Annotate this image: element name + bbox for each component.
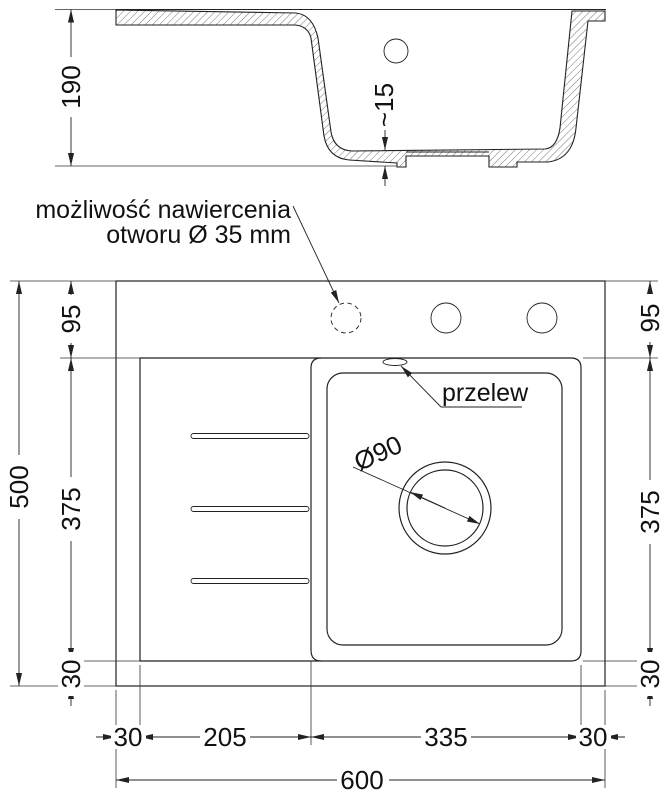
label-mask (58, 57, 84, 117)
dim-drain: Ø90 (349, 429, 406, 477)
drain-inner (406, 469, 484, 547)
recess-outline (139, 357, 582, 662)
bowl-inner (326, 372, 563, 646)
label-mask (637, 480, 663, 544)
drain-outer (398, 461, 492, 555)
label-mask (637, 652, 663, 696)
dim-right-edge: 30 (579, 722, 608, 752)
drainer-groove-3 (190, 578, 310, 584)
dim-bottom-thickness: ~15 (369, 83, 399, 127)
label-mask (421, 725, 471, 749)
dim-left-edge: 30 (114, 722, 143, 752)
dim-side-height: 190 (56, 65, 86, 108)
label-mask (6, 455, 32, 519)
label-mask (576, 725, 611, 749)
sink-cross-section (115, 9, 606, 168)
tap-hole-section (383, 38, 409, 64)
dim-right-bowl-depth: 375 (635, 490, 665, 533)
drill-note: możliwość nawiercenia otworu Ø 35 mm (35, 196, 340, 304)
drill-note-leader (292, 205, 340, 304)
dim-bottom-strip: 30 (56, 660, 86, 689)
tap-hole-2 (526, 302, 558, 334)
dim-bowl-width: 335 (424, 722, 467, 752)
drill-note-line2: otworu Ø 35 mm (106, 221, 291, 249)
drain-diameter-line (352, 466, 481, 525)
dim-right-top-strip: 95 (635, 304, 665, 333)
dim-total-width: 600 (340, 765, 383, 795)
label-mask (200, 725, 250, 749)
sink-outline (115, 280, 606, 687)
side-section-view: 190 ~15 (55, 9, 606, 186)
left-dimensions: 500 95 375 30 (4, 281, 86, 706)
dim-bowl-depth: 375 (56, 487, 86, 530)
dim-right-bottom-strip: 30 (635, 660, 665, 689)
label-mask (337, 768, 389, 792)
overflow-leader (400, 365, 442, 408)
drainer-groove-2 (190, 506, 310, 512)
drain-diameter-arrow (409, 491, 446, 509)
overflow-label: przelew (442, 379, 529, 407)
label-mask (58, 295, 84, 343)
label-mask (58, 652, 84, 696)
drainer-groove-1 (190, 433, 310, 439)
plan-view: przelew Ø90 (115, 280, 606, 687)
overflow-slot (382, 358, 408, 366)
bowl-edge (310, 357, 322, 662)
extension-lines (10, 280, 658, 788)
mounting-hole-dashed (330, 302, 362, 334)
label-mask (58, 477, 84, 541)
label-mask (637, 294, 663, 342)
bottom-dimensions: 30 205 335 30 600 (96, 722, 625, 795)
label-mask (111, 725, 146, 749)
dim-drainer-width: 205 (203, 722, 246, 752)
right-dimensions: 95 375 30 (635, 281, 665, 706)
dim-total-depth: 500 (4, 465, 34, 508)
drill-note-line1: możliwość nawiercenia (35, 196, 291, 224)
dim-top-strip: 95 (56, 305, 86, 334)
tap-hole-1 (430, 302, 462, 334)
